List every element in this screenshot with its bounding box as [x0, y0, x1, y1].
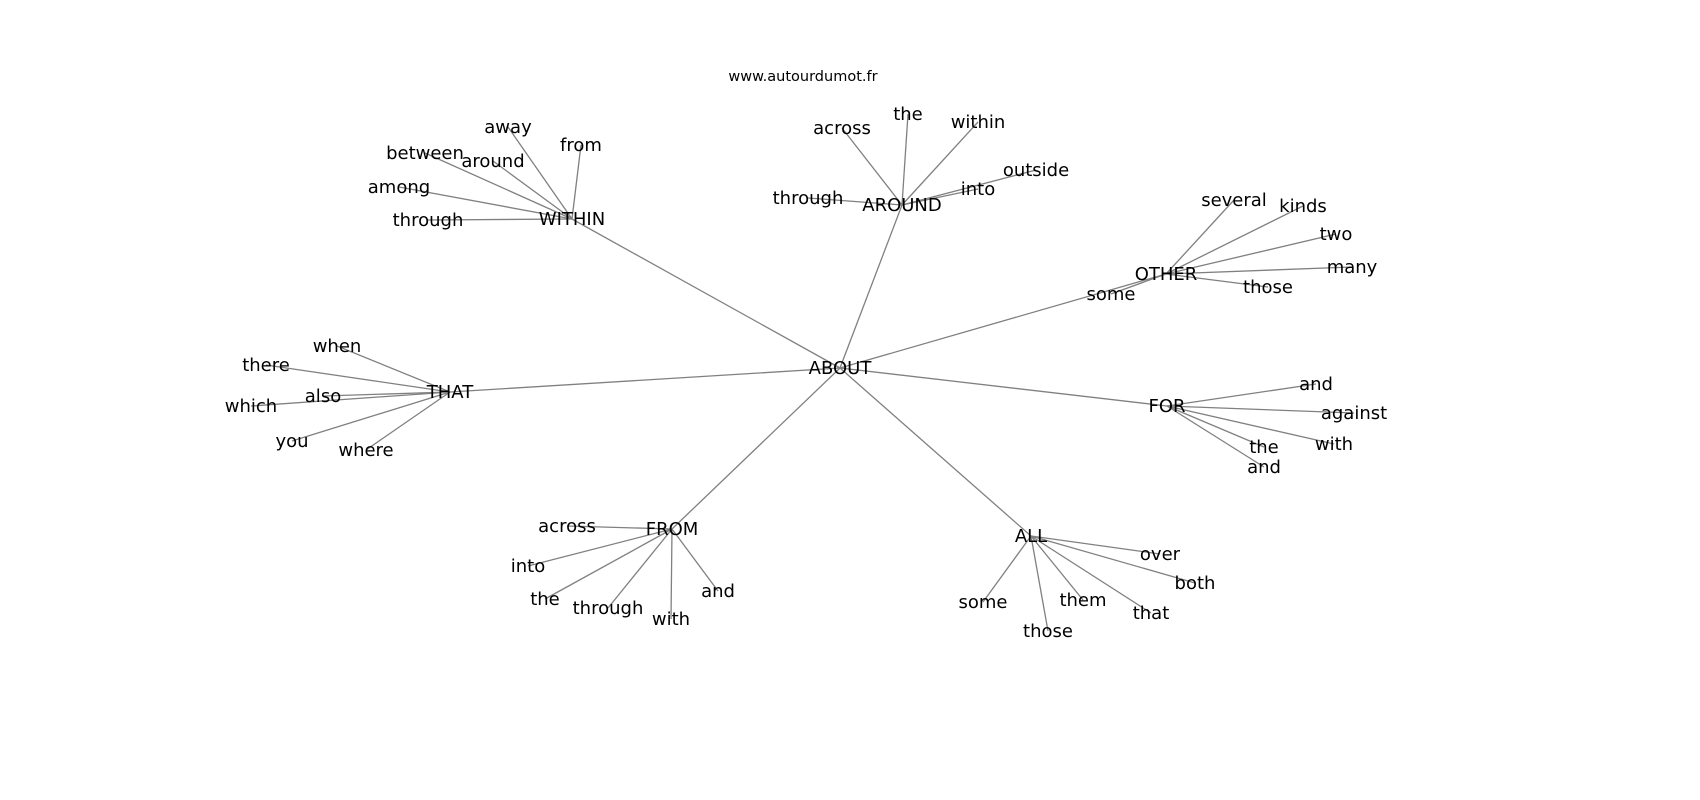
word-node-and: and	[1299, 374, 1333, 395]
word-node-through: through	[573, 598, 644, 619]
edge-other-those	[1165, 273, 1269, 288]
edge-other-two	[1165, 233, 1337, 275]
edge-center-all	[839, 367, 1032, 537]
word-node-across: across	[538, 516, 596, 537]
word-node-over: over	[1140, 544, 1181, 565]
edge-within-between	[424, 152, 573, 220]
edge-all-that	[1030, 535, 1152, 614]
center-node-label: ABOUT	[809, 358, 873, 379]
word-node-away: away	[484, 117, 532, 138]
edge-other-several	[1165, 199, 1235, 275]
word-node-through: through	[393, 210, 464, 231]
edge-that-when	[336, 345, 451, 393]
edge-center-around	[839, 204, 903, 369]
edge-around-through	[807, 197, 903, 206]
word-node-some: some	[959, 592, 1008, 613]
hub-node-all: ALL	[1015, 526, 1047, 547]
edge-other-some	[1110, 273, 1167, 295]
edge-other-many	[1165, 266, 1353, 275]
word-node-when: when	[313, 336, 362, 357]
edge-around-within	[901, 121, 979, 206]
word-node-with: with	[1315, 434, 1353, 455]
edge-around-outside	[901, 169, 1037, 206]
word-node-those: those	[1243, 277, 1293, 298]
edge-for-and	[1166, 405, 1265, 468]
edge-that-there	[265, 364, 451, 393]
edge-around-across	[841, 127, 903, 206]
edge-center-within	[571, 218, 841, 369]
edge-around-into	[901, 188, 979, 206]
edge-within-among	[398, 186, 573, 220]
edge-center-that	[449, 367, 841, 393]
edge-for-against	[1166, 405, 1355, 414]
word-node-against: against	[1321, 403, 1387, 424]
edge-that-which	[250, 391, 451, 407]
word-node-some: some	[1087, 284, 1136, 305]
edge-all-both	[1030, 535, 1196, 584]
hub-node-for: FOR	[1148, 396, 1185, 417]
edge-for-with	[1166, 405, 1335, 445]
hub-node-that: THAT	[426, 382, 474, 403]
hub-node-other: OTHER	[1135, 264, 1198, 285]
word-node-and: and	[1247, 457, 1281, 478]
word-node-those: those	[1023, 621, 1073, 642]
word-node-through: through	[773, 188, 844, 209]
word-node-that: that	[1133, 603, 1170, 624]
word-node-there: there	[242, 355, 290, 376]
edge-center-other	[839, 273, 1167, 369]
edge-other-kinds	[1165, 205, 1304, 275]
edge-within-away	[507, 126, 573, 220]
edge-around-the	[901, 113, 909, 206]
word-node-and: and	[701, 581, 735, 602]
word-node-the: the	[1249, 437, 1279, 458]
word-node-into: into	[961, 179, 995, 200]
hub-node-around: AROUND	[862, 195, 942, 216]
edge-all-those	[1030, 535, 1049, 632]
edge-from-through	[607, 528, 673, 609]
edge-that-also	[322, 391, 451, 397]
hub-node-from: FROM	[646, 519, 699, 540]
word-node-outside: outside	[1003, 160, 1069, 181]
edge-all-over	[1030, 535, 1161, 555]
word-node-also: also	[305, 386, 341, 407]
word-node-among: among	[368, 177, 430, 198]
edge-for-and	[1166, 383, 1317, 407]
hub-node-within: WITHIN	[539, 209, 605, 230]
site-title: www.autourdumot.fr	[728, 69, 877, 85]
edge-all-some	[982, 535, 1032, 603]
word-node-many: many	[1327, 257, 1378, 278]
word-node-which: which	[225, 396, 277, 417]
word-node-from: from	[560, 135, 602, 156]
edge-from-the	[544, 528, 673, 600]
edge-all-them	[1030, 535, 1084, 601]
word-node-both: both	[1175, 573, 1216, 594]
edge-that-where	[365, 391, 451, 451]
edge-center-from	[671, 367, 841, 530]
word-node-with: with	[652, 609, 690, 630]
edge-from-across	[566, 525, 673, 530]
edge-within-from	[571, 144, 582, 220]
word-node-kinds: kinds	[1279, 196, 1327, 217]
edge-center-for	[839, 367, 1168, 407]
edge-that-you	[291, 391, 451, 442]
word-node-where: where	[338, 440, 393, 461]
word-node-the: the	[893, 104, 923, 125]
word-node-around: around	[461, 151, 524, 172]
word-node-into: into	[511, 556, 545, 577]
word-node-the: the	[530, 589, 560, 610]
word-node-them: them	[1059, 590, 1106, 611]
word-node-you: you	[275, 431, 308, 452]
word-node-within: within	[951, 112, 1006, 133]
word-node-two: two	[1320, 224, 1353, 245]
edge-within-around	[492, 160, 573, 220]
edge-from-and	[671, 528, 719, 592]
word-node-between: between	[386, 143, 464, 164]
word-node-several: several	[1201, 190, 1267, 211]
edge-from-into	[527, 528, 673, 567]
edge-from-with	[670, 528, 673, 620]
edge-within-through	[427, 218, 573, 221]
word-node-across: across	[813, 118, 871, 139]
edge-for-the	[1166, 405, 1265, 448]
